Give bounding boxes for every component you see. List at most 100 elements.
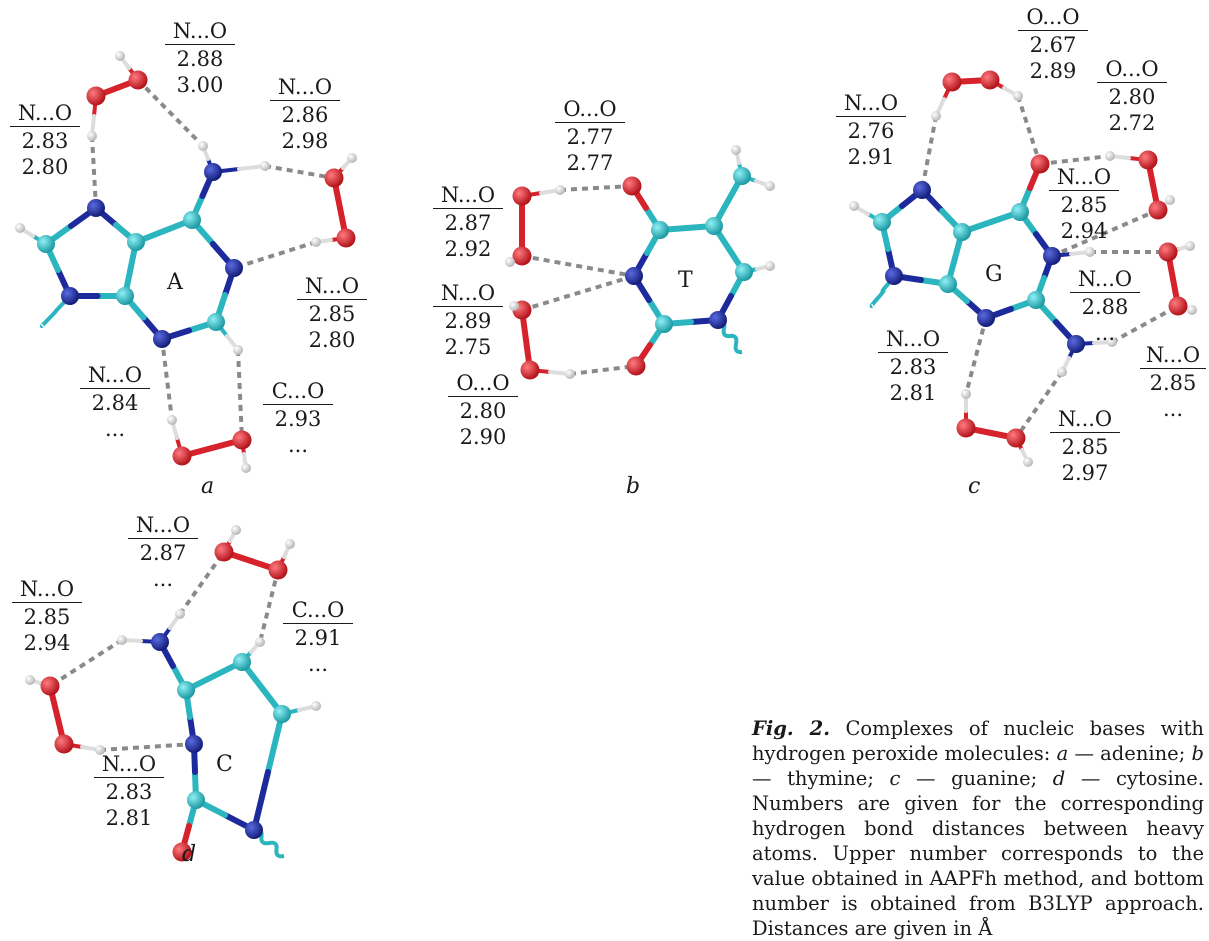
cytosine-atom-C: [273, 705, 291, 723]
label-c-5: N...O 2.88 ...: [1070, 266, 1140, 346]
cytosine-atom-H: [95, 745, 105, 755]
caption-text-a: — adenine;: [1068, 742, 1192, 765]
guanine-atom-N: [1067, 335, 1085, 353]
label-a-2: N...O 2.83 2.80: [10, 100, 80, 180]
adenine-atom-C: [37, 235, 55, 253]
adenine-atom-N: [204, 163, 222, 181]
cytosine-atom-H: [255, 637, 265, 647]
guanine-atom-O: [1158, 242, 1178, 262]
thymine-atom-H: [765, 181, 775, 191]
adenine-atom-H: [311, 237, 321, 247]
cytosine-atom-O: [268, 560, 288, 580]
thymine-atom-H: [505, 257, 515, 267]
caption-text-d: — cytosine. Numbers are given for the co…: [752, 767, 1205, 940]
panel-letter-d: d: [182, 842, 197, 867]
cytosine-bond: [265, 711, 285, 775]
caption-text-1: Complexes of nucleic bases with hydrogen…: [752, 717, 1204, 765]
cytosine-atom-N: [151, 633, 169, 651]
label-c-6: N...O 2.85 ...: [1140, 342, 1206, 422]
base-label-guanine: G: [985, 262, 1003, 287]
adenine-atom-H: [241, 463, 251, 473]
guanine-hydrogen-bond: [920, 115, 938, 191]
cytosine-atom-C: [177, 681, 195, 699]
guanine-atom-H: [1185, 241, 1195, 251]
guanine-hydrogen-bond: [1111, 304, 1179, 344]
thymine-atom-C: [705, 217, 723, 235]
label-c-4: N...O 2.85 2.94: [1049, 164, 1119, 244]
thymine-atom-H: [509, 301, 519, 311]
adenine-atom-N: [225, 259, 243, 277]
thymine-hydrogen-bond: [569, 364, 637, 376]
base-label-cytosine: C: [216, 752, 233, 777]
label-d-2: N...O 2.85 2.94: [12, 576, 82, 656]
label-a-6: C...O 2.93 ...: [263, 378, 333, 458]
label-d-1: N...O 2.87 ...: [128, 512, 198, 592]
guanine-atom-C: [873, 213, 891, 231]
adenine-hydrogen-bond: [233, 240, 317, 270]
thymine-atom-N: [709, 311, 727, 329]
thymine-atom-C: [651, 221, 669, 239]
thymine-atom-O: [622, 176, 642, 196]
guanine-atom-O: [1148, 200, 1168, 220]
thymine-hydrogen-bond: [521, 254, 635, 278]
guanine-atom-O: [942, 72, 962, 92]
cytosine-atom-H: [25, 675, 35, 685]
guanine-atom-H: [1023, 457, 1033, 467]
guanine-atom-H: [1107, 337, 1117, 347]
cytosine-hydrogen-bond: [99, 742, 195, 752]
guanine-atom-H: [1013, 91, 1023, 101]
thymine-atom-N: [625, 267, 643, 285]
adenine-hydrogen-bond: [136, 78, 205, 148]
adenine-atom-O: [128, 70, 148, 90]
guanine-hydrogen-bond: [1039, 154, 1111, 166]
cytosine-bond: [251, 769, 271, 833]
guanine-atom-H: [961, 389, 971, 399]
guanine-atom-O: [956, 418, 976, 438]
figure-caption: Fig. 2. Complexes of nucleic bases with …: [752, 716, 1204, 941]
guanine-hydrogen-bond: [964, 317, 988, 395]
guanine-atom-H: [1105, 151, 1115, 161]
adenine-atom-C: [207, 313, 225, 331]
guanine-hydrogen-bond: [1014, 370, 1064, 440]
caption-fig-label: Fig. 2.: [752, 717, 831, 740]
caption-text-c: — guanine;: [900, 767, 1053, 790]
cytosine-atom-H: [175, 609, 185, 619]
base-label-adenine: A: [167, 270, 183, 295]
label-c-8: N...O 2.85 2.97: [1050, 406, 1120, 486]
adenine-atom-O: [86, 86, 106, 106]
adenine-atom-N: [61, 287, 79, 305]
label-a-4: N...O 2.85 2.80: [297, 273, 367, 353]
cytosine-atom-C: [187, 791, 205, 809]
adenine-atom-H: [167, 415, 177, 425]
cytosine-hydrogen-bond: [258, 569, 280, 643]
label-c-2: O...O 2.80 2.72: [1097, 56, 1167, 136]
guanine-atom-O: [1006, 428, 1026, 448]
guanine-hydrogen-bond: [1016, 95, 1042, 165]
caption-b: b: [1191, 742, 1204, 765]
thymine-atom-C: [655, 315, 673, 333]
thymine-atom-C: [733, 167, 751, 185]
adenine-hydrogen-bond: [264, 164, 335, 180]
label-c-1: O...O 2.67 2.89: [1018, 4, 1088, 84]
cytosine-hydrogen-bond: [48, 638, 124, 688]
guanine-atom-N: [913, 181, 931, 199]
adenine-atom-H: [347, 153, 357, 163]
label-d-3: C...O 2.91 ...: [283, 597, 353, 677]
guanine-atom-O: [1030, 154, 1050, 174]
thymine-atom-O: [512, 186, 532, 206]
guanine-atom-N: [977, 309, 995, 327]
atoms: [15, 51, 1197, 862]
adenine-atom-H: [15, 223, 25, 233]
cytosine-atom-O: [172, 842, 192, 862]
guanine-atom-H: [849, 201, 859, 211]
guanine-atom-H: [1085, 247, 1095, 257]
adenine-atom-C: [183, 211, 201, 229]
thymine-atom-O: [512, 246, 532, 266]
caption-d: d: [1052, 767, 1066, 790]
adenine-atom-H: [87, 131, 97, 141]
adenine-atom-N: [87, 199, 105, 217]
guanine-atom-H: [1187, 305, 1197, 315]
cytosine-atom-O: [214, 542, 234, 562]
cytosine-hydrogen-bond: [178, 550, 226, 616]
guanine-atom-C: [1011, 203, 1029, 221]
